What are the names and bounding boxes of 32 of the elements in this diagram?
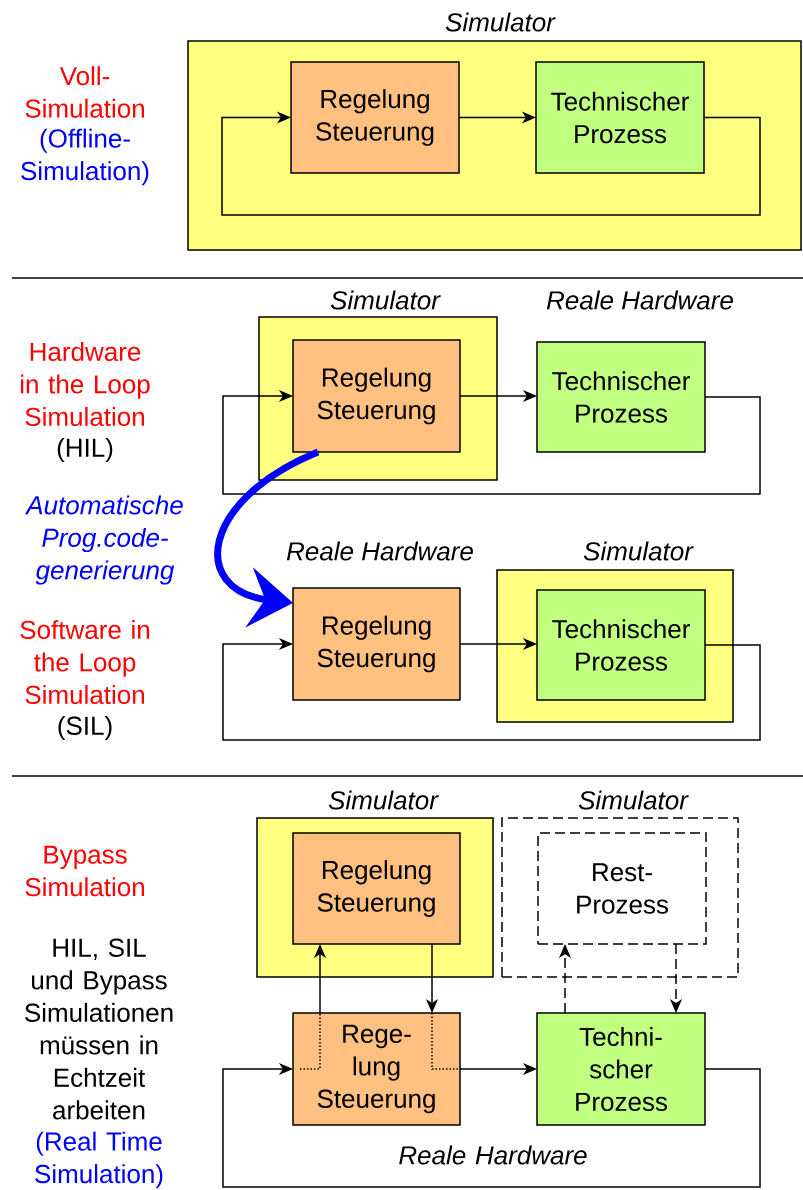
process-box: Regelung Steuerung xyxy=(292,339,461,453)
process-box: Regelung Steuerung xyxy=(290,61,460,174)
box-heading: Simulator xyxy=(330,290,441,310)
box-heading: Reale Hardware xyxy=(286,541,473,561)
process-box: Technischer Prozess xyxy=(535,61,705,174)
arrow xyxy=(221,111,761,216)
section-title: Voll- Simulation xyxy=(25,66,144,118)
edge-label: Automatische Prog.code- generierung xyxy=(24,495,183,585)
arrow xyxy=(222,637,761,741)
box-heading: Simulator xyxy=(578,790,689,810)
box-heading: Reale Hardware xyxy=(546,290,733,310)
box-heading: Simulator xyxy=(583,541,694,561)
process-box: Regelung Steuerung xyxy=(292,832,461,945)
process-box: Technischer Prozess xyxy=(536,341,706,453)
process-box: Rest- Prozess xyxy=(537,832,707,945)
note-text: (Offline- Simulation) xyxy=(21,128,149,186)
note-text: (SIL) xyxy=(58,715,112,741)
process-box: Regelung Steuerung xyxy=(292,587,461,701)
box-heading: Simulator xyxy=(445,12,556,32)
process-box: Rege- lung Steuerung xyxy=(292,1012,461,1126)
note-text: Reale Hardware xyxy=(399,1145,587,1165)
arrow xyxy=(222,389,761,495)
arrow xyxy=(222,1062,761,1188)
section-title: Hardware in the Loop Simulation xyxy=(20,341,150,427)
box-heading: Simulator xyxy=(328,790,439,810)
process-box: Techni- scher Prozess xyxy=(536,1012,706,1126)
process-box: Technischer Prozess xyxy=(536,589,706,701)
note-text: (HIL) xyxy=(57,437,113,463)
note-text: HIL, SIL und Bypass Simulationen müssen in Echtzeit arbeiten xyxy=(25,938,173,1120)
section-title: Bypass Simulation xyxy=(25,845,144,897)
section-title: Software in the Loop Simulation xyxy=(20,619,150,705)
note-text: (Real Time Simulation) xyxy=(35,1131,163,1189)
